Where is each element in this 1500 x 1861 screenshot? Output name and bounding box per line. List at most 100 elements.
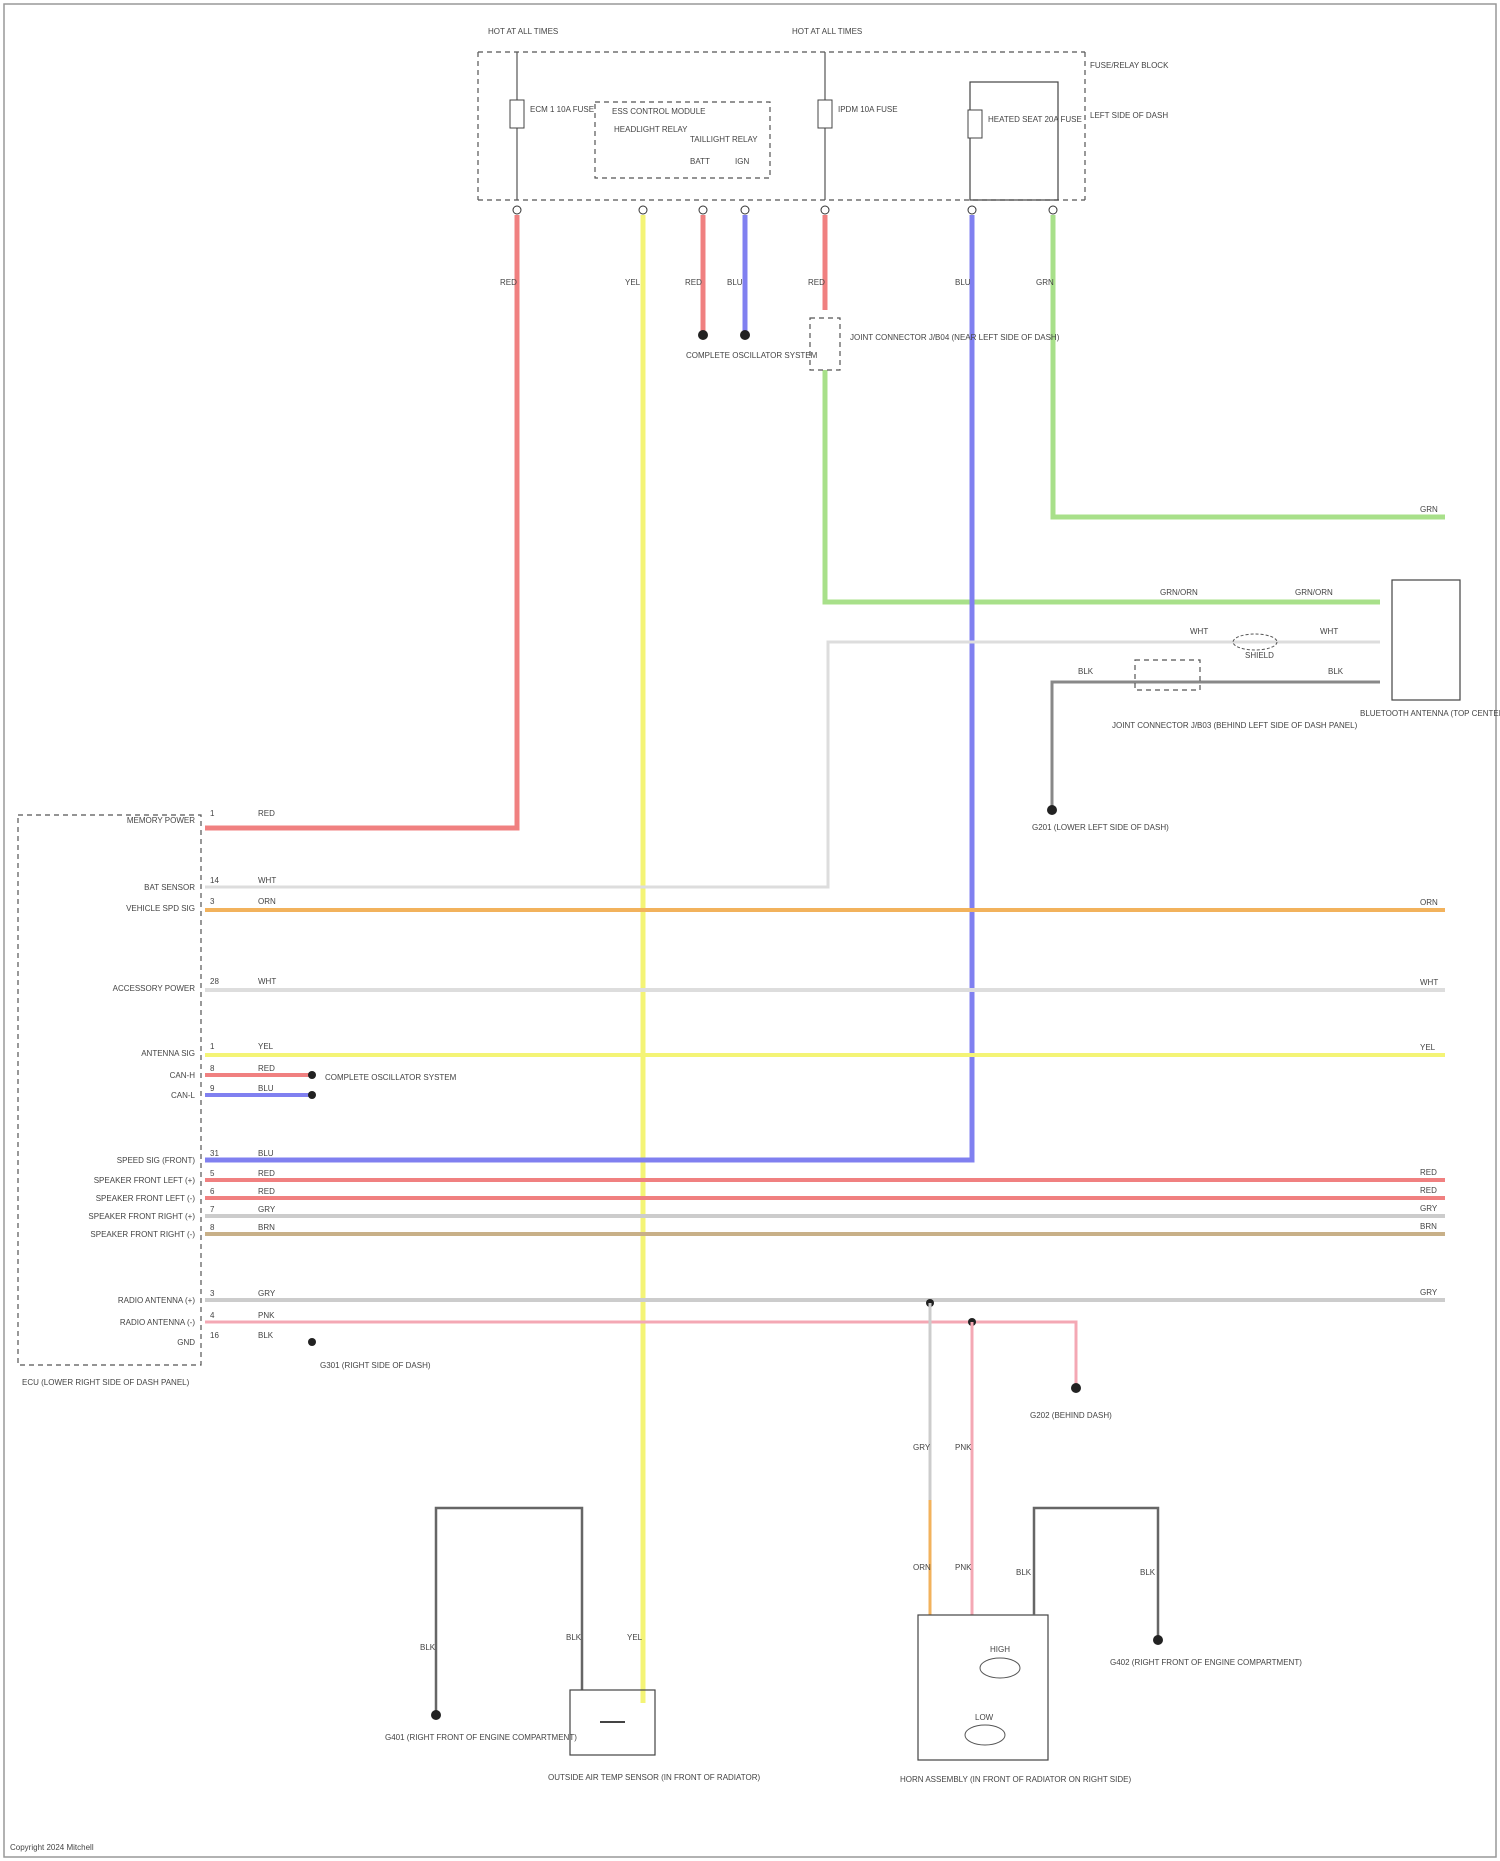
bluetooth-antenna-group: BLUETOOTH ANTENNA (TOP CENTER OF WINDSHI… — [205, 580, 1500, 887]
bottom-wire-label-7: PNK — [955, 1563, 972, 1572]
fuse-heated-seat-label: HEATED SEAT 20A FUSE — [988, 115, 1082, 124]
ecu-pin-color: WHT — [258, 977, 276, 986]
ecu-pin-label: CAN-L — [171, 1091, 196, 1100]
bt-wire-label-2: GRN/ORN — [1295, 588, 1333, 597]
ecu-pin-color: YEL — [258, 1042, 274, 1051]
bottom-wire-label-1: BLK — [420, 1643, 436, 1652]
fuse-ecm-1-label: ECM 1 10A FUSE — [530, 105, 594, 114]
bt-wire-label-5: BLK — [1078, 667, 1094, 676]
right-edge-wire-label: GRN — [1420, 505, 1438, 514]
ecu-oscillator-label: COMPLETE OSCILLATOR SYSTEM — [325, 1073, 457, 1082]
ecu-pin-number: 8 — [210, 1064, 215, 1073]
wire-black-bt — [1052, 682, 1380, 810]
shield-label: SHIELD — [1245, 651, 1274, 660]
bottom-wire-label-2: BLK — [566, 1633, 582, 1642]
wire-green-ipdm — [825, 370, 1380, 602]
right-edge-wire-label: RED — [1420, 1186, 1437, 1195]
batt-pin-label: BATT — [690, 157, 710, 166]
ecu-pin-number: 31 — [210, 1149, 219, 1158]
ground-g201-label: G201 (LOWER LEFT SIDE OF DASH) — [1032, 823, 1169, 832]
top-wire-label-2: YEL — [625, 278, 641, 287]
fuse-ipdm-icon — [818, 100, 832, 128]
top-wire-label-7: GRN — [1036, 278, 1054, 287]
ecu-pin-color: BLU — [258, 1084, 274, 1093]
ecu-pin-color: GRY — [258, 1289, 276, 1298]
fuse-ipdm-label: IPDM 10A FUSE — [838, 105, 898, 114]
bt-wire-label-4: WHT — [1320, 627, 1338, 636]
right-edge-wire-label: RED — [1420, 1168, 1437, 1177]
ecu-pin-color: WHT — [258, 876, 276, 885]
complete-oscillator-label: COMPLETE OSCILLATOR SYSTEM — [686, 351, 818, 360]
fuse-heated-seat-icon — [968, 110, 982, 138]
bt-wire-label-3: WHT — [1190, 627, 1208, 636]
hot-label-1: HOT AT ALL TIMES — [488, 27, 558, 36]
right-edge-wire-label: YEL — [1420, 1043, 1436, 1052]
bottom-section: G202 (BEHIND DASH) HIGH LOW HORN ASSEMBL… — [205, 1299, 1302, 1784]
ground-g402-label: G402 (RIGHT FRONT OF ENGINE COMPARTMENT) — [1110, 1658, 1302, 1667]
ecu-pin-label: SPEAKER FRONT RIGHT (-) — [90, 1230, 195, 1239]
ecu-pin-color: ORN — [258, 897, 276, 906]
horn-low-label: LOW — [975, 1713, 994, 1722]
ecu-pin-label: VEHICLE SPD SIG — [126, 904, 195, 913]
ecu-pin-number: 9 — [210, 1084, 215, 1093]
ecu-pin-label: BAT SENSOR — [144, 883, 195, 892]
top-wire-label-4: BLU — [727, 278, 743, 287]
hot-label-2: HOT AT ALL TIMES — [792, 27, 862, 36]
ecu-pin-label: ANTENNA SIG — [141, 1049, 195, 1058]
ecu-pin-number: 1 — [210, 809, 215, 818]
ecu-pin-number: 4 — [210, 1311, 215, 1320]
bottom-wire-label-4: GRY — [913, 1443, 931, 1452]
ecu-pin-number: 16 — [210, 1331, 219, 1340]
bottom-wire-label-6: ORN — [913, 1563, 931, 1572]
ecu-pin-color: BLU — [258, 1149, 274, 1158]
horn-high-label: HIGH — [990, 1645, 1010, 1654]
ecu-can-splice — [308, 1091, 316, 1099]
joint-connector-jb03 — [1135, 660, 1200, 690]
ecu-pin-number: 3 — [210, 1289, 215, 1298]
wire-green-right — [1053, 215, 1445, 517]
ecu-pin-label: MEMORY POWER — [127, 816, 195, 825]
joint-connector-jb04-label: JOINT CONNECTOR J/B04 (NEAR LEFT SIDE OF… — [850, 333, 1060, 342]
ecu-ground-label: G301 (RIGHT SIDE OF DASH) — [320, 1361, 431, 1370]
bottom-wire-label-9: BLK — [1140, 1568, 1156, 1577]
ecu-outline — [18, 815, 201, 1365]
bottom-wire-label-3: YEL — [627, 1633, 643, 1642]
top-wire-label-5: RED — [808, 278, 825, 287]
ecu-pin-label: CAN-H — [170, 1071, 196, 1080]
right-edge-wire-label: BRN — [1420, 1222, 1437, 1231]
bluetooth-antenna-box — [1392, 580, 1460, 700]
ecu-pin-color: GRY — [258, 1205, 276, 1214]
horn-assembly-label: HORN ASSEMBLY (IN FRONT OF RADIATOR ON R… — [900, 1775, 1131, 1784]
fuse-block-location: LEFT SIDE OF DASH — [1090, 111, 1168, 120]
joint-connector-jb03-label: JOINT CONNECTOR J/B03 (BEHIND LEFT SIDE … — [1112, 721, 1358, 730]
bottom-wire-label-5: PNK — [955, 1443, 972, 1452]
wire-red-memory — [205, 215, 517, 828]
right-edge-wire-label: WHT — [1420, 978, 1438, 987]
top-wire-label-6: BLU — [955, 278, 971, 287]
page-border — [4, 4, 1496, 1857]
ecu-pin-color: RED — [258, 1064, 275, 1073]
ecu-pin-color: PNK — [258, 1311, 275, 1320]
ecu-pin-number: 1 — [210, 1042, 215, 1051]
bt-wire-label-1: GRN/ORN — [1160, 588, 1198, 597]
ecu-pin-number: 14 — [210, 876, 219, 885]
ground-g401-label: G401 (RIGHT FRONT OF ENGINE COMPARTMENT) — [385, 1733, 577, 1742]
ecu-pin-label: RADIO ANTENNA (-) — [120, 1318, 195, 1327]
footer-copyright: Copyright 2024 Mitchell — [10, 1843, 94, 1852]
bt-wire-label-6: BLK — [1328, 667, 1344, 676]
heated-seat-box — [970, 82, 1058, 200]
ecu-pin-label: SPEAKER FRONT RIGHT (+) — [88, 1212, 195, 1221]
horn-low-icon — [965, 1725, 1005, 1745]
ecu-pin-color: RED — [258, 1187, 275, 1196]
ecu-block: ECU (LOWER RIGHT SIDE OF DASH PANEL) MEM… — [18, 809, 1445, 1387]
top-wire-label-3: RED — [685, 278, 702, 287]
ecu-pin-number: 8 — [210, 1223, 215, 1232]
ess-module-name: ESS CONTROL MODULE — [612, 107, 706, 116]
taillight-relay-label: TAILLIGHT RELAY — [690, 135, 758, 144]
bottom-wire-label-8: BLK — [1016, 1568, 1032, 1577]
ecu-pin-number: 3 — [210, 897, 215, 906]
ecu-can-splice — [308, 1071, 316, 1079]
horn-high-icon — [980, 1658, 1020, 1678]
ecu-pin-label: GND — [177, 1338, 195, 1347]
